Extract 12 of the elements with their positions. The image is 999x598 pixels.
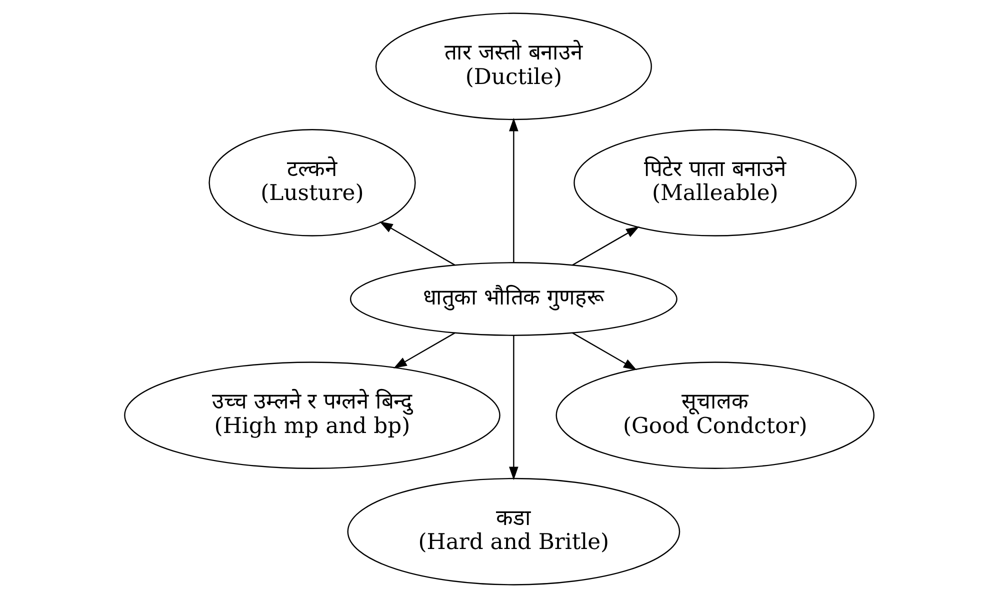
arrow bbox=[509, 335, 518, 480]
arrow bbox=[509, 118, 518, 263]
node-ellipse: टल्कने (Lusture) bbox=[208, 129, 416, 236]
node-ellipse: उच्च उम्लने र पग्लने बिन्दु (High mp and bp) bbox=[124, 362, 500, 469]
arrow bbox=[572, 332, 637, 370]
node-ellipse: धातुका भौतिक गुणहरू bbox=[350, 262, 678, 336]
node-ellipse: तार जस्तो बनाउने (Ductile) bbox=[375, 12, 652, 120]
arrow bbox=[572, 226, 640, 266]
node-ellipse: कडा (Hard and Britle) bbox=[347, 478, 680, 586]
arrow bbox=[393, 332, 456, 368]
arrow bbox=[379, 222, 456, 266]
node-ellipse: सूचालक (Good Condctor) bbox=[556, 362, 875, 469]
